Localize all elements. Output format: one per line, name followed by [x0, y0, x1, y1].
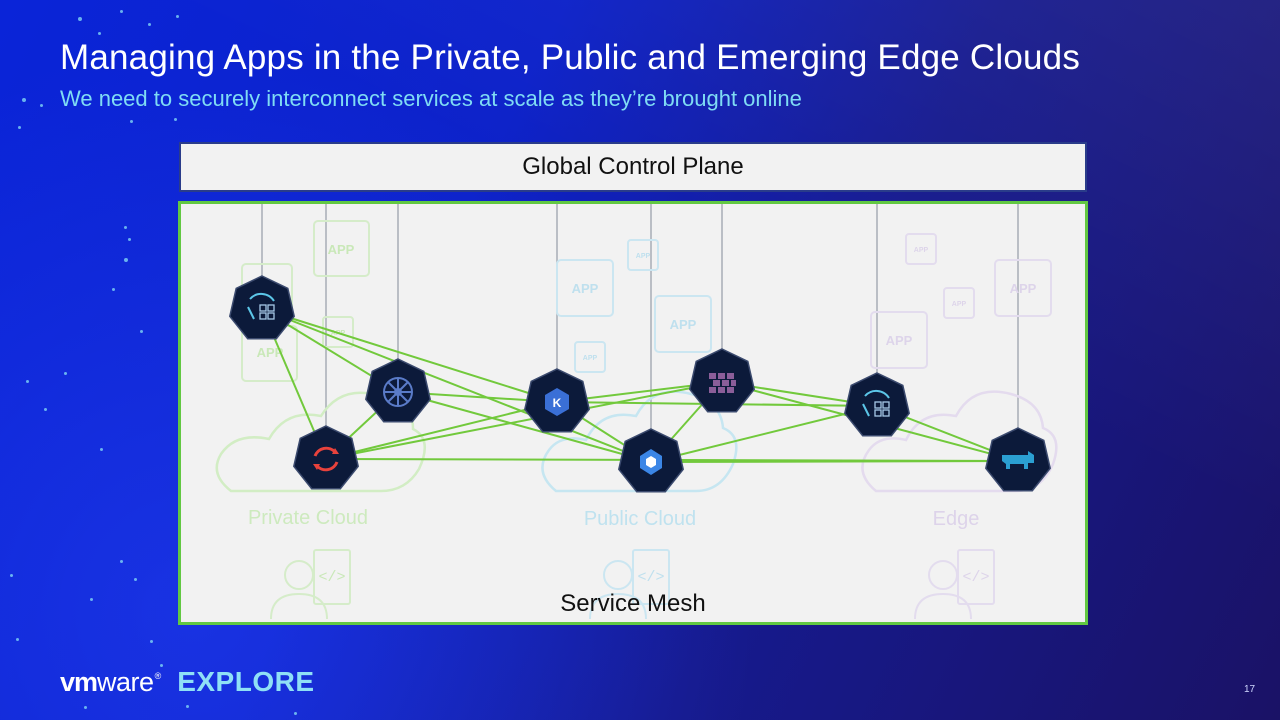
background-dot — [120, 10, 123, 13]
background-dot — [64, 372, 67, 375]
app-label: APP — [572, 281, 599, 296]
mesh-link — [397, 391, 652, 463]
app-tile — [627, 239, 659, 271]
region-label-private-cloud: Private Cloud — [248, 507, 368, 529]
cluster-node-tanzu-private — [228, 275, 296, 340]
background-dot — [124, 258, 128, 262]
background-dot — [294, 712, 297, 715]
mesh-link — [650, 460, 1019, 463]
service-mesh-label: Service Mesh — [560, 590, 706, 617]
developer-icon — [270, 549, 351, 620]
background-dot — [22, 98, 26, 102]
background-dot — [98, 32, 101, 35]
kubernetes-helm-icon — [383, 377, 413, 407]
background-dot — [160, 664, 163, 667]
global-control-plane-box: Global Control Plane — [179, 142, 1087, 192]
background-dot — [124, 226, 127, 229]
mesh-link — [325, 381, 723, 460]
app-tile — [870, 311, 928, 369]
developer-icons — [270, 549, 995, 620]
app-tile — [313, 220, 370, 277]
background-dot — [148, 23, 151, 26]
background-dot — [150, 640, 153, 643]
app-tiles — [241, 220, 1052, 382]
slide-subtitle: We need to securely interconnect service… — [60, 86, 802, 111]
background-dot — [10, 574, 13, 577]
aks-icon — [709, 373, 736, 393]
app-tile — [654, 295, 712, 353]
code-glyph: </> — [962, 569, 989, 586]
logo-ware: ware — [97, 667, 154, 697]
page-number: 17 — [1244, 684, 1256, 695]
region-label-public-cloud: Public Cloud — [584, 508, 696, 530]
rancher-icon — [1002, 451, 1034, 469]
developer-icon — [914, 549, 995, 620]
background-dot — [174, 118, 177, 121]
region-labels: Private Cloud Public Cloud Edge — [248, 507, 979, 530]
region-label-edge: Edge — [933, 508, 980, 530]
app-labels: APP APP APP APP APP APP APP APP APP APP … — [257, 242, 1037, 362]
mesh-link — [261, 308, 652, 463]
app-tile — [574, 341, 606, 373]
code-glyphs: </> </> </> — [318, 569, 989, 586]
background-dot — [176, 15, 179, 18]
cluster-node-openshift — [292, 425, 360, 490]
app-tile — [994, 259, 1052, 317]
background-dot — [140, 330, 143, 333]
mesh-diagram: APP APP APP APP APP APP APP APP APP APP … — [215, 204, 1058, 620]
service-mesh-panel: APP APP APP APP APP APP APP APP APP APP … — [178, 201, 1088, 625]
background-dot — [112, 288, 115, 291]
background-dot — [44, 408, 47, 411]
mesh-link — [650, 405, 878, 463]
code-glyph: </> — [318, 569, 345, 586]
global-control-plane-label: Global Control Plane — [522, 153, 744, 180]
background-dot — [90, 598, 93, 601]
background-dot — [26, 380, 29, 383]
app-label: APP — [257, 345, 284, 360]
app-label: APP — [636, 253, 651, 260]
node-glyphs: K — [247, 292, 1034, 475]
app-label: APP — [1010, 281, 1037, 296]
eks-icon: K — [545, 388, 569, 416]
app-label: APP — [328, 242, 355, 257]
app-tile — [905, 233, 937, 265]
app-tile — [943, 287, 975, 319]
svg-text:K: K — [553, 396, 562, 410]
background-dot — [78, 17, 82, 21]
background-dot — [120, 560, 123, 563]
background-dot — [128, 238, 131, 241]
background-dot — [134, 578, 137, 581]
mesh-link — [261, 308, 558, 403]
tanzu-icon — [862, 389, 890, 417]
app-label: APP — [952, 301, 967, 308]
background-dot — [16, 638, 19, 641]
logo-registered-mark: ® — [154, 671, 162, 681]
private-cloud-shape — [215, 391, 426, 493]
mesh-link — [325, 401, 558, 460]
vmware-explore-logo: vm ware ® EXPLORE — [60, 666, 315, 698]
developer-icon — [589, 549, 670, 620]
slide-title: Managing Apps in the Private, Public and… — [60, 38, 1081, 77]
edge-cloud-shape — [861, 390, 1058, 493]
gke-icon — [640, 449, 662, 475]
cluster-node-tanzu-edge — [843, 372, 911, 437]
app-tile — [556, 259, 614, 317]
background-dot — [84, 706, 87, 709]
background-dot — [100, 448, 103, 451]
logo-explore: EXPLORE — [177, 666, 315, 697]
app-label: APP — [670, 317, 697, 332]
app-label: APP — [914, 247, 929, 254]
background-dot — [18, 126, 21, 129]
app-label: APP — [886, 333, 913, 348]
openshift-icon — [313, 446, 339, 472]
logo-vm: vm — [60, 667, 98, 697]
background-dot — [186, 705, 189, 708]
background-dot — [40, 104, 43, 107]
background-dot — [130, 120, 133, 123]
tanzu-icon — [247, 292, 275, 320]
code-glyph: </> — [637, 569, 664, 586]
app-label: APP — [583, 355, 598, 362]
